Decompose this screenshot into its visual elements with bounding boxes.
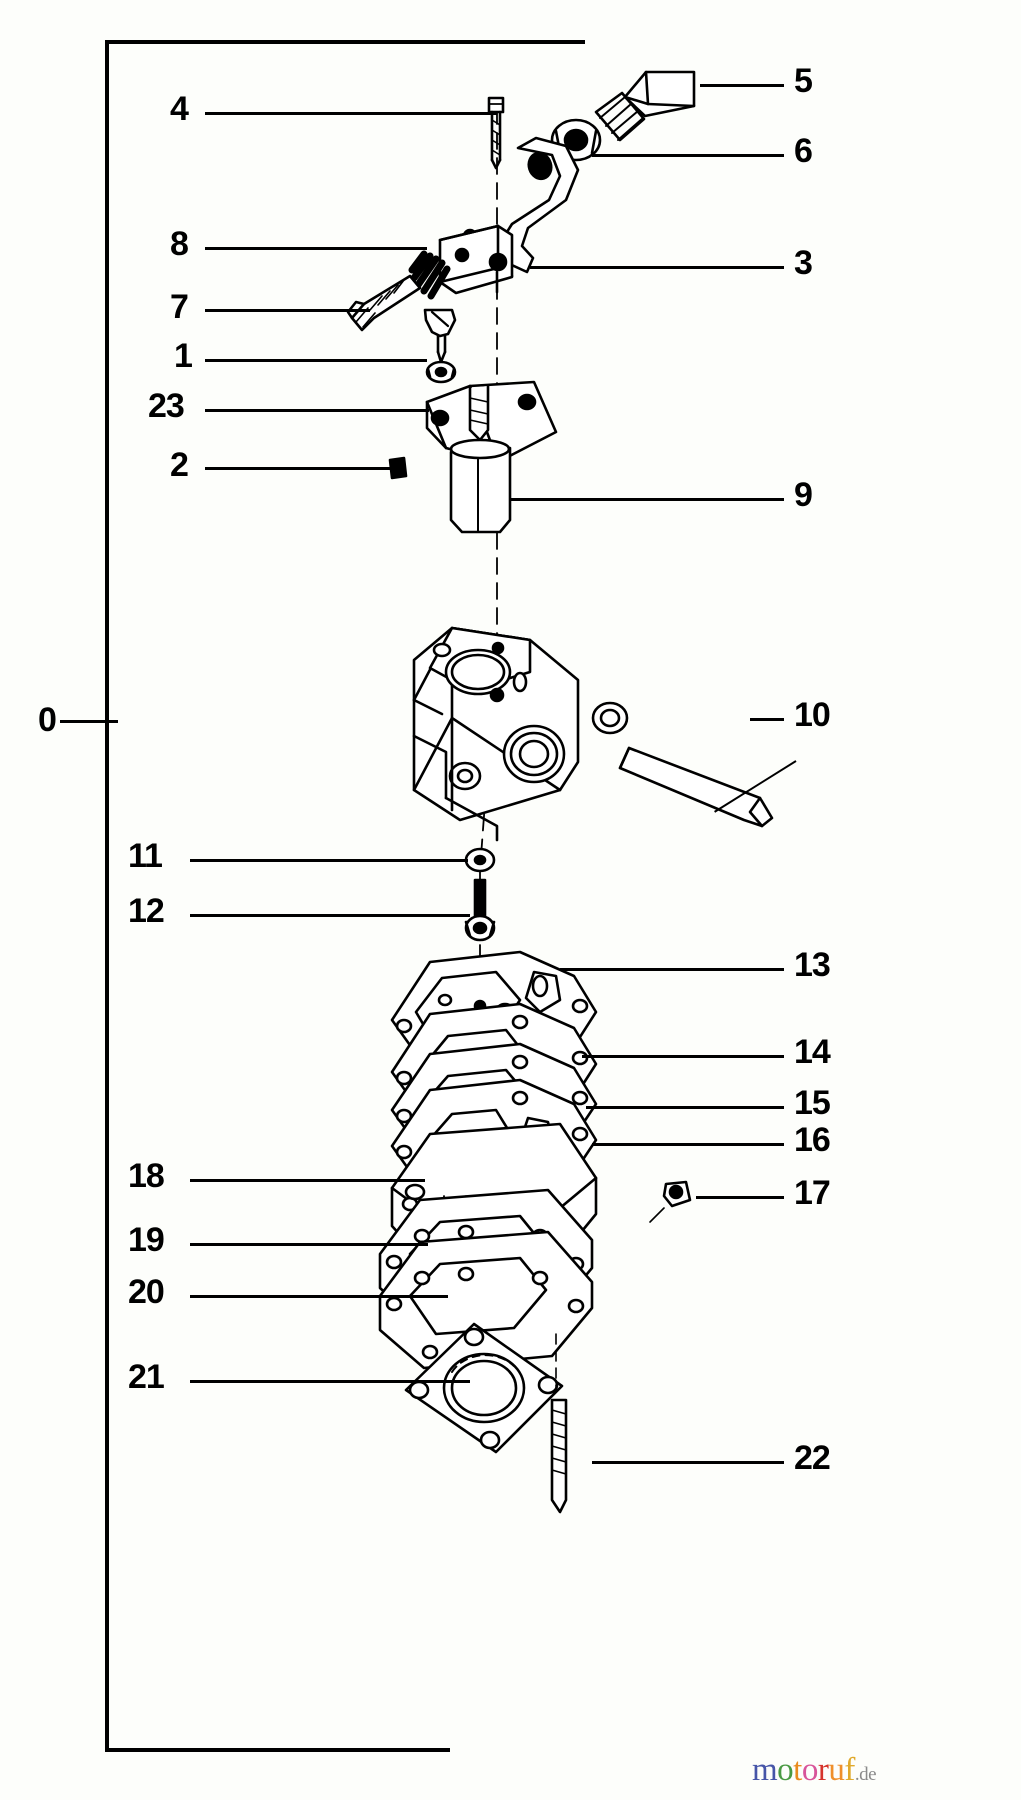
watermark-suffix: .de <box>854 1764 877 1785</box>
leader-line-22 <box>592 1461 784 1464</box>
watermark-letter-t: t <box>793 1752 802 1788</box>
leader-line-23 <box>205 409 429 412</box>
callout-20: 20 <box>128 1273 165 1311</box>
watermark-letter-u: u <box>828 1752 845 1788</box>
callout-10: 10 <box>794 696 831 734</box>
leader-line-18 <box>190 1179 425 1182</box>
callout-4: 4 <box>170 90 189 128</box>
leader-line-5 <box>700 84 784 87</box>
part-9-pump-body <box>425 380 558 534</box>
part-12-inlet-needle <box>464 878 496 942</box>
callout-2: 2 <box>170 446 189 484</box>
part-2-plug <box>388 456 408 480</box>
leader-line-0 <box>60 720 118 723</box>
leader-line-12 <box>190 914 470 917</box>
leader-line-8 <box>205 247 427 250</box>
leader-line-14 <box>582 1055 784 1058</box>
leader-line-4 <box>205 112 497 115</box>
leader-line-9 <box>510 498 784 501</box>
leader-line-21 <box>190 1380 470 1383</box>
part-3-lever-bracket <box>438 136 580 295</box>
assembly-bracket-bottom <box>105 1748 450 1752</box>
part-23-washer <box>425 360 457 384</box>
leader-line-13 <box>560 968 784 971</box>
callout-6: 6 <box>794 132 813 170</box>
part-21-mounting-flange <box>404 1322 564 1454</box>
callout-1: 1 <box>174 337 193 375</box>
callout-21: 21 <box>128 1358 165 1396</box>
watermark-letter-f: f <box>844 1752 855 1788</box>
leader-line-7 <box>205 309 370 312</box>
callout-22: 22 <box>794 1439 831 1477</box>
watermark-letter-o2: o <box>801 1752 819 1788</box>
callout-0: 0 <box>38 701 57 739</box>
leader-line-15 <box>586 1106 784 1109</box>
part-11-oring <box>464 847 496 873</box>
assembly-bracket-vertical <box>105 40 109 1752</box>
callout-11: 11 <box>128 837 163 875</box>
leader-line-1 <box>205 359 427 362</box>
motoruf-watermark: motoruf.de <box>752 1752 877 1789</box>
callout-3: 3 <box>794 244 813 282</box>
callout-12: 12 <box>128 892 165 930</box>
callout-9: 9 <box>794 476 813 514</box>
callout-8: 8 <box>170 225 189 263</box>
part-8-spring <box>408 250 451 300</box>
part-5-inlet-fitting <box>594 70 696 142</box>
watermark-letter-r: r <box>817 1752 829 1788</box>
callout-23: 23 <box>148 387 185 425</box>
part-1-needle-screw <box>423 308 457 364</box>
watermark-letter-m: m <box>752 1752 778 1788</box>
callout-13: 13 <box>794 946 831 984</box>
part-22-long-screw <box>550 1333 568 1514</box>
callout-14: 14 <box>794 1033 831 1071</box>
leader-line-20 <box>190 1295 448 1298</box>
assembly-bracket-top <box>105 40 585 44</box>
leader-line-19 <box>190 1243 428 1246</box>
leader-line-10 <box>750 718 784 721</box>
leader-line-17 <box>696 1196 784 1199</box>
callout-7: 7 <box>170 288 189 326</box>
callout-17: 17 <box>794 1174 831 1212</box>
leader-line-2 <box>205 467 390 470</box>
part-4-screw <box>487 96 505 170</box>
callout-5: 5 <box>794 62 813 100</box>
callout-19: 19 <box>128 1221 165 1259</box>
part-17-grommet <box>649 1180 692 1223</box>
callout-15: 15 <box>794 1084 831 1122</box>
leader-line-3 <box>530 266 784 269</box>
part-7-screw <box>346 274 422 332</box>
callout-18: 18 <box>128 1157 165 1195</box>
callout-16: 16 <box>794 1121 831 1159</box>
leader-line-16 <box>592 1143 784 1146</box>
part-10-throttle-shaft <box>618 746 774 828</box>
carburetor-main-body <box>412 626 629 842</box>
leader-line-11 <box>190 859 468 862</box>
watermark-letter-o1: o <box>777 1752 794 1788</box>
leader-line-6 <box>592 154 784 157</box>
